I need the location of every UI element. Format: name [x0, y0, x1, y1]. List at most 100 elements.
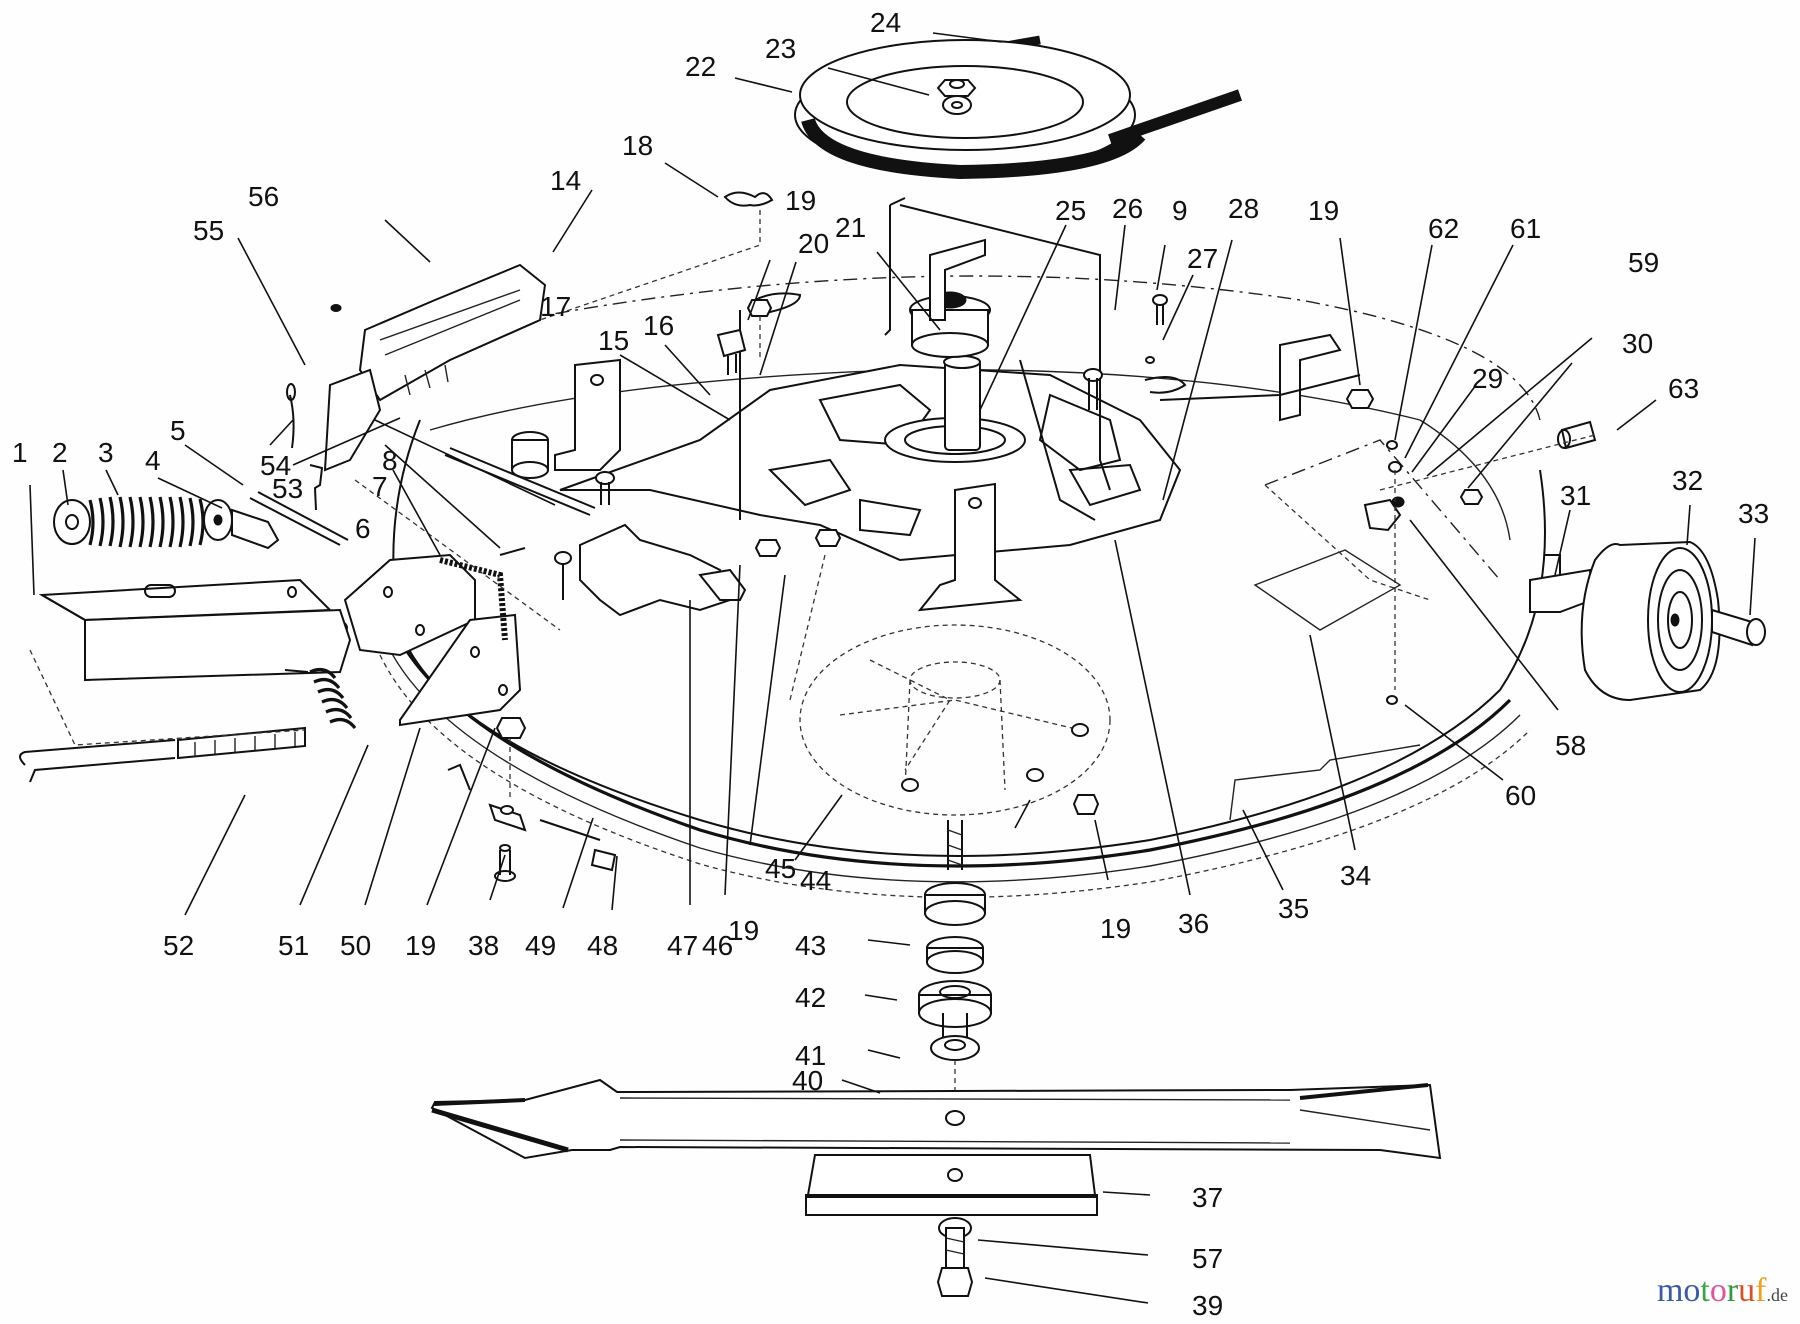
leader-line [184, 794, 246, 916]
leader-line [1339, 237, 1361, 386]
leader-line [1554, 509, 1571, 576]
leader-line [619, 354, 731, 421]
callout-19-mid: 19 [1100, 913, 1131, 944]
callout-25: 25 [1055, 195, 1086, 226]
callout-42: 42 [795, 982, 826, 1013]
leader-line [374, 419, 556, 506]
callout-17: 17 [540, 291, 571, 322]
callout-41: 41 [795, 1040, 826, 1071]
watermark-letter: u [1738, 1272, 1756, 1309]
leader-line [664, 162, 719, 198]
leader-line [1162, 239, 1233, 501]
leader-line [759, 261, 797, 376]
leader-line [977, 1239, 1149, 1256]
rear-wheel-assembly [1253, 389, 1766, 705]
spindle-stack [918, 820, 992, 1110]
callout-35: 35 [1278, 893, 1309, 924]
callout-33: 33 [1738, 498, 1769, 529]
callout-labels: 1 2 3 4 5 6 7 8 9 14 15 16 17 18 19 20 2… [12, 7, 1769, 1321]
callout-24: 24 [870, 7, 901, 38]
callout-59: 59 [1628, 247, 1659, 278]
front-baffle-parts [447, 717, 617, 882]
leader-line [984, 1277, 1149, 1304]
leader-line [29, 484, 35, 596]
leader-line [841, 1079, 881, 1094]
callout-9: 9 [1172, 195, 1188, 226]
leader-line [1404, 704, 1504, 781]
blade-adapter-and-bolt [805, 1154, 1098, 1297]
leader-line [864, 994, 898, 1001]
callout-39: 39 [1192, 1290, 1223, 1321]
callout-27: 27 [1187, 243, 1218, 274]
callout-60: 60 [1505, 780, 1536, 811]
leader-line [237, 237, 306, 366]
callout-1: 1 [12, 437, 28, 468]
callout-22: 22 [685, 51, 716, 82]
leader-line [157, 477, 223, 509]
leader-line [184, 444, 244, 486]
callout-19-right: 19 [1308, 195, 1339, 226]
callout-57: 57 [1192, 1243, 1223, 1274]
callout-44: 44 [800, 865, 831, 896]
leader-line [1749, 537, 1756, 616]
leader-line [734, 77, 793, 93]
callout-28: 28 [1228, 193, 1259, 224]
callout-31: 31 [1560, 480, 1591, 511]
callout-32: 32 [1672, 465, 1703, 496]
callout-8: 8 [382, 445, 398, 476]
callout-7: 7 [372, 471, 388, 502]
callout-47: 47 [667, 930, 698, 961]
front-upright-brackets [511, 333, 1361, 612]
watermark-letter: o [1683, 1272, 1701, 1309]
leader-line [794, 794, 843, 861]
callout-52: 52 [163, 930, 194, 961]
callout-43: 43 [795, 930, 826, 961]
callout-48: 48 [587, 930, 618, 961]
leader-line [867, 939, 911, 946]
leader-line [827, 67, 930, 96]
leader-line [747, 259, 771, 321]
leader-line [552, 189, 593, 253]
leader-line [392, 469, 441, 556]
callout-61: 61 [1510, 213, 1541, 244]
leader-line [384, 444, 501, 549]
leader-line [1094, 819, 1109, 881]
callout-19-center: 19 [728, 915, 759, 946]
callout-38: 38 [468, 930, 499, 961]
leader-line [1686, 504, 1691, 546]
leader-line [932, 32, 1003, 43]
leader-line [299, 744, 369, 906]
callout-37: 37 [1192, 1182, 1223, 1213]
motoruf-watermark: motoruf.de [1657, 1272, 1788, 1310]
leader-line [426, 727, 496, 906]
spindle-underside-dashed [754, 529, 1111, 816]
callout-40: 40 [792, 1065, 823, 1096]
watermark-letter: t [1700, 1272, 1710, 1309]
watermark-letter: r [1726, 1272, 1739, 1309]
leader-line [1309, 634, 1356, 851]
callout-62: 62 [1428, 213, 1459, 244]
leader-line [562, 817, 594, 909]
leader-line [867, 1049, 901, 1059]
leader-line [979, 224, 1067, 411]
callout-51: 51 [278, 930, 309, 961]
callout-50: 50 [340, 930, 371, 961]
leader-line [1156, 244, 1166, 291]
leader-line [749, 574, 786, 846]
leader-line [105, 469, 119, 496]
leader-line [62, 469, 69, 506]
leader-line [724, 564, 741, 896]
callout-2: 2 [52, 437, 68, 468]
callout-15: 15 [598, 325, 629, 356]
callout-16: 16 [643, 310, 674, 341]
leader-line [364, 727, 421, 906]
height-adjust-linkage [19, 447, 747, 783]
callout-58: 58 [1555, 730, 1586, 761]
callout-45: 45 [765, 853, 796, 884]
leader-lines [29, 32, 1756, 1304]
leader-line [1114, 539, 1191, 896]
mower-blade [430, 1078, 1442, 1160]
callout-19-top: 19 [785, 185, 816, 216]
callout-63: 63 [1668, 373, 1699, 404]
